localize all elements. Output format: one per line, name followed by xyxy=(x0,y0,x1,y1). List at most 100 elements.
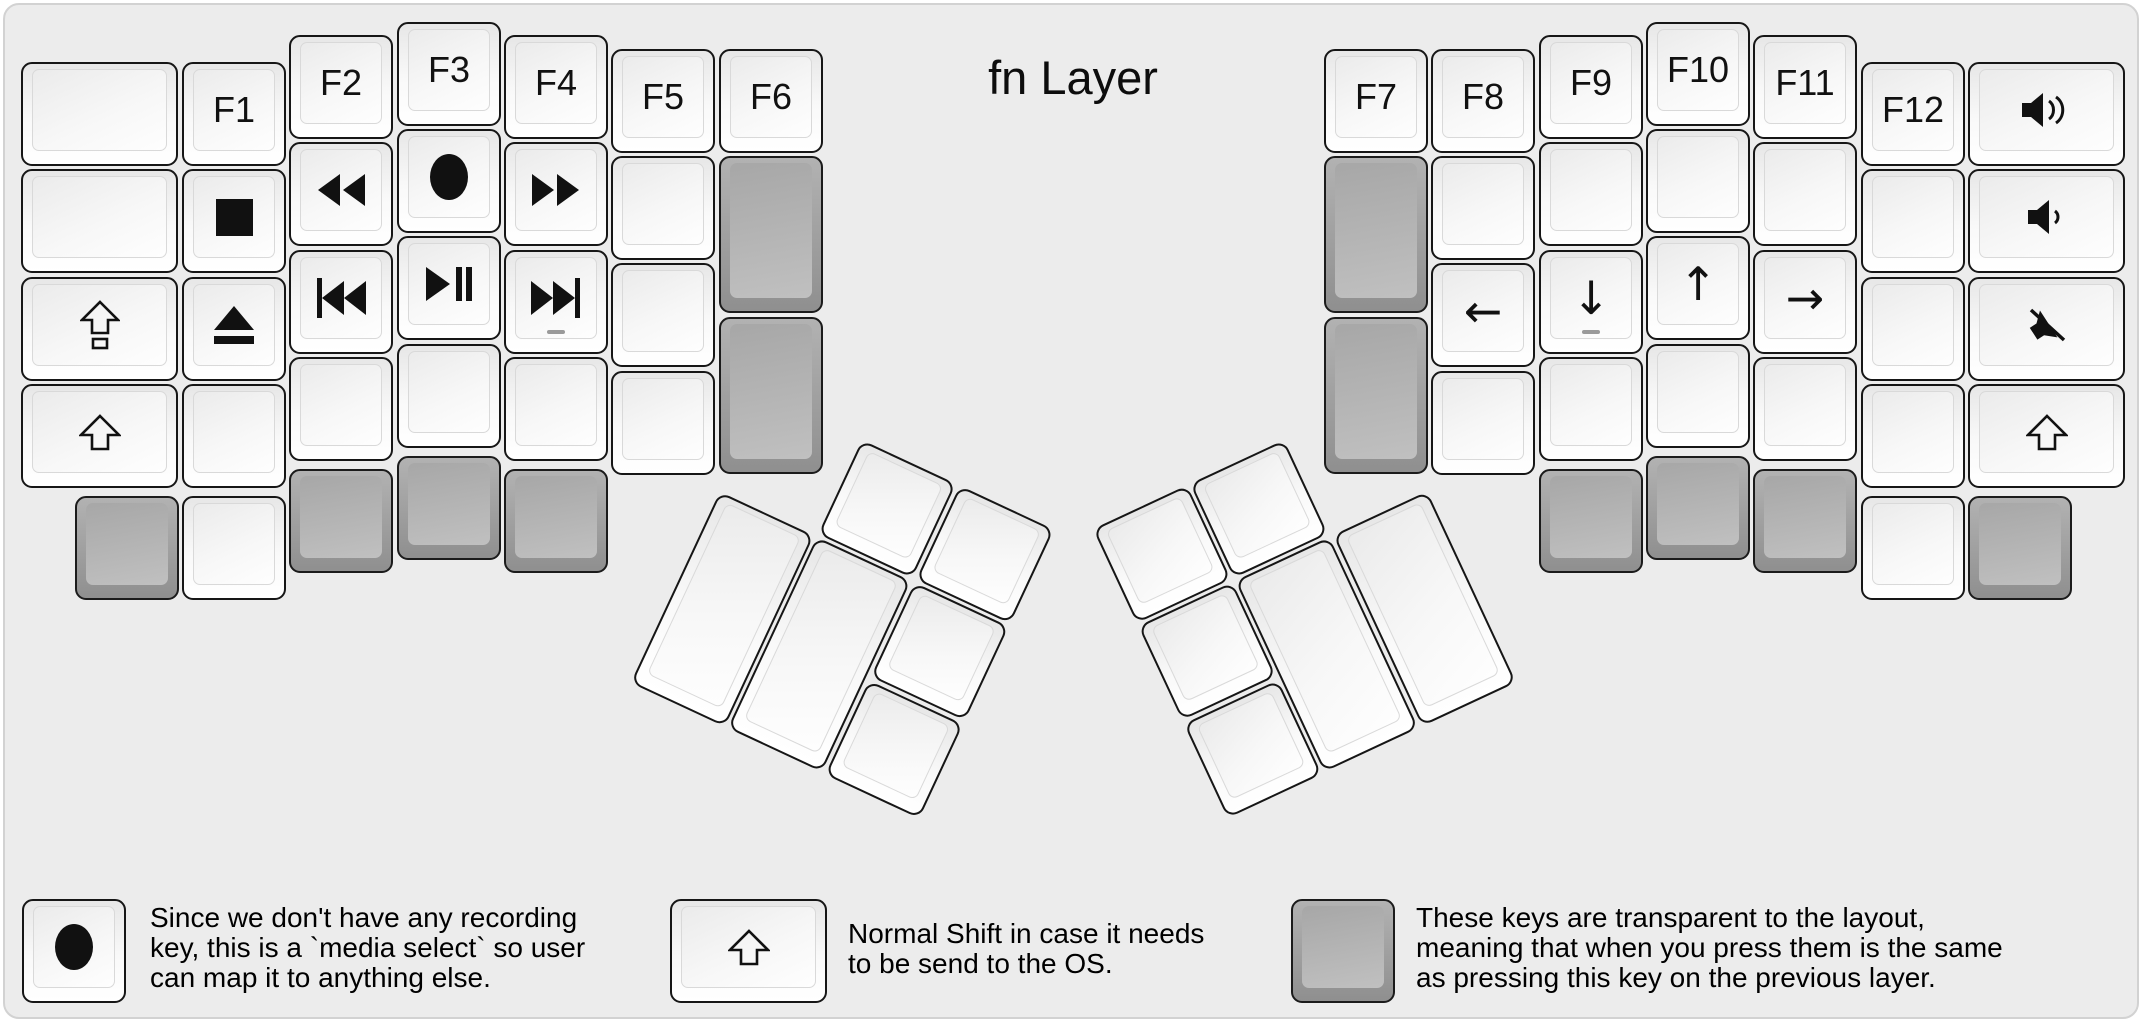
key-transparent[interactable] xyxy=(504,469,608,573)
key-arrow-left[interactable]: ← xyxy=(1431,263,1535,367)
key-legend-text: F11 xyxy=(1775,62,1835,103)
legend-line: to be send to the OS. xyxy=(848,948,1113,979)
key-next-track[interactable] xyxy=(504,250,608,354)
key-transparent[interactable] xyxy=(1753,469,1857,573)
keycap-top xyxy=(1335,324,1417,459)
key-legend-text: F2 xyxy=(319,62,362,103)
key-eject[interactable] xyxy=(182,277,286,381)
keycap-top xyxy=(1202,450,1312,560)
key-legend-text: F7 xyxy=(1354,76,1397,117)
keycap-top xyxy=(622,378,704,460)
key-blank[interactable] xyxy=(1431,371,1535,475)
key-transparent[interactable] xyxy=(289,469,393,573)
keycap-top xyxy=(1105,496,1215,606)
keycap-top: F2 xyxy=(300,42,382,124)
key-blank[interactable] xyxy=(1431,156,1535,260)
key-blank[interactable] xyxy=(1753,142,1857,246)
key-blank[interactable] xyxy=(1539,357,1643,461)
keycap-top xyxy=(1442,163,1524,245)
key-record[interactable] xyxy=(397,129,501,233)
key-stop[interactable] xyxy=(182,169,286,273)
key-blank[interactable] xyxy=(1753,357,1857,461)
key-prev-track[interactable] xyxy=(289,250,393,354)
legend-line: key, this is a `media select` so user xyxy=(150,932,586,963)
keycap-top: F5 xyxy=(622,56,704,138)
key-blank[interactable] xyxy=(1861,169,1965,273)
key-f10[interactable]: F10 xyxy=(1646,22,1750,126)
key-arrow-up[interactable]: ↑ xyxy=(1646,236,1750,340)
keycap-top xyxy=(1302,906,1384,988)
key-blank[interactable] xyxy=(21,169,178,273)
keycap-top xyxy=(681,906,816,988)
key-f8[interactable]: F8 xyxy=(1431,49,1535,153)
caps-lock-icon xyxy=(79,300,120,350)
key-volume-up[interactable] xyxy=(1968,62,2125,166)
key-transparent[interactable] xyxy=(397,456,501,560)
key-blank[interactable] xyxy=(611,371,715,475)
key-f12[interactable]: F12 xyxy=(1861,62,1965,166)
key-rewind[interactable] xyxy=(289,142,393,246)
key-transparent[interactable] xyxy=(1646,456,1750,560)
key-f9[interactable]: F9 xyxy=(1539,35,1643,139)
key-blank[interactable] xyxy=(21,62,178,166)
keycap-top xyxy=(515,149,597,231)
keycap-top xyxy=(841,691,951,801)
volume-down-icon xyxy=(2022,199,2072,235)
keycap-top xyxy=(1979,391,2114,473)
keycap-top xyxy=(408,136,490,218)
keycap-top xyxy=(1657,463,1739,545)
key-volume-down[interactable] xyxy=(1968,169,2125,273)
key-blank[interactable] xyxy=(289,357,393,461)
key-transparent[interactable] xyxy=(1324,317,1428,474)
key-f5[interactable]: F5 xyxy=(611,49,715,153)
key-blank[interactable] xyxy=(611,156,715,260)
key-legend-text: F4 xyxy=(534,62,577,103)
key-f11[interactable]: F11 xyxy=(1753,35,1857,139)
keycap-top xyxy=(1764,149,1846,231)
key-blank[interactable] xyxy=(611,263,715,367)
key-blank[interactable] xyxy=(1539,142,1643,246)
key-f7[interactable]: F7 xyxy=(1324,49,1428,153)
key-blank[interactable] xyxy=(1861,496,1965,600)
key-legend-text: ↑ xyxy=(1678,257,1718,311)
key-caps-lock[interactable] xyxy=(21,277,178,381)
key-blank[interactable] xyxy=(1646,129,1750,233)
key-shift-left[interactable] xyxy=(21,384,178,488)
key-shift-right[interactable] xyxy=(1968,384,2125,488)
key-transparent[interactable] xyxy=(719,317,823,474)
key-f2[interactable]: F2 xyxy=(289,35,393,139)
key-blank[interactable] xyxy=(1646,344,1750,448)
key-transparent[interactable] xyxy=(1968,496,2072,600)
key-blank[interactable] xyxy=(1861,277,1965,381)
key-f6[interactable]: F6 xyxy=(719,49,823,153)
keycap-top xyxy=(1657,136,1739,218)
key-transparent[interactable] xyxy=(1539,469,1643,573)
eject-icon xyxy=(214,306,254,344)
keycap-top: F10 xyxy=(1657,29,1739,111)
key-arrow-right[interactable]: → xyxy=(1753,250,1857,354)
keycap-top: F8 xyxy=(1442,56,1524,138)
keycap-top: ↑ xyxy=(1657,243,1739,325)
key-arrow-down[interactable]: ↓ xyxy=(1539,250,1643,354)
key-transparent[interactable] xyxy=(719,156,823,313)
key-f4[interactable]: F4 xyxy=(504,35,608,139)
key-legend-text: F12 xyxy=(1881,89,1945,130)
key-blank[interactable] xyxy=(504,357,608,461)
key-transparent[interactable] xyxy=(75,496,179,600)
key-f3[interactable]: F3 xyxy=(397,22,501,126)
key-legend-text: F3 xyxy=(427,49,470,90)
shift-icon xyxy=(727,928,770,966)
key-blank[interactable] xyxy=(1861,384,1965,488)
key-mute[interactable] xyxy=(1968,277,2125,381)
key-f1[interactable]: F1 xyxy=(182,62,286,166)
key-legend-text: ← xyxy=(1463,284,1503,338)
layer-title: fn Layer xyxy=(988,51,1158,104)
key-blank[interactable] xyxy=(182,496,286,600)
key-fast-forward[interactable] xyxy=(504,142,608,246)
key-legend-text: F1 xyxy=(212,89,255,130)
key-blank[interactable] xyxy=(397,344,501,448)
key-blank[interactable] xyxy=(182,384,286,488)
stop-icon xyxy=(215,198,253,236)
key-transparent[interactable] xyxy=(1324,156,1428,313)
key-play-pause[interactable] xyxy=(397,236,501,340)
